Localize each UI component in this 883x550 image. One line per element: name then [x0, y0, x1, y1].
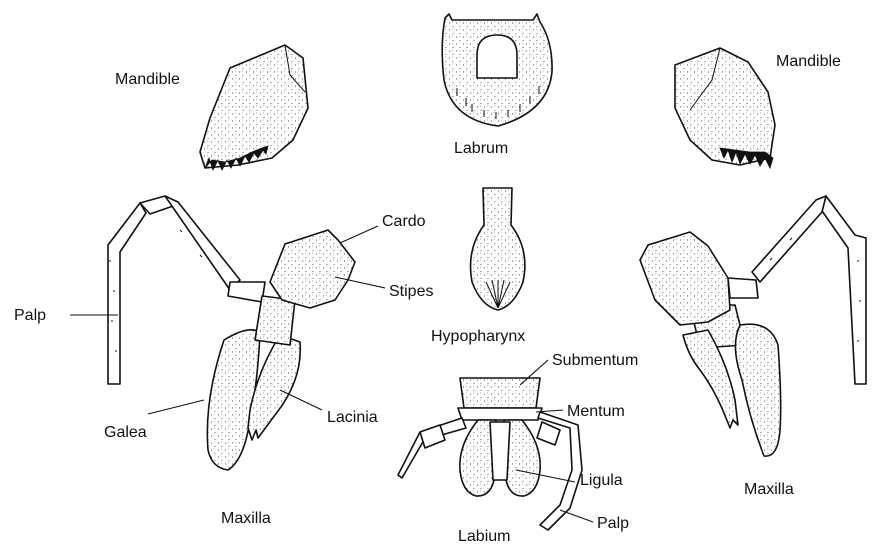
maxilla-right-drawing	[640, 196, 866, 456]
label-stipes: Stipes	[389, 283, 433, 301]
label-submentum: Submentum	[552, 352, 638, 370]
label-mentum: Mentum	[567, 403, 625, 421]
label-palp-bottom: Palp	[597, 515, 629, 533]
label-ligula: Ligula	[580, 472, 623, 490]
label-palp-left: Palp	[14, 307, 46, 325]
label-lacinia: Lacinia	[327, 409, 378, 427]
label-maxilla-left: Maxilla	[221, 510, 271, 528]
labrum-drawing	[442, 14, 552, 126]
label-labium: Labium	[458, 528, 510, 546]
label-galea: Galea	[104, 424, 147, 442]
mandible-right-drawing	[675, 48, 775, 168]
label-hypopharynx: Hypopharynx	[431, 328, 525, 346]
label-cardo: Cardo	[382, 213, 426, 231]
label-labrum: Labrum	[454, 140, 508, 158]
mandible-left-drawing	[200, 45, 308, 170]
label-maxilla-right: Maxilla	[744, 481, 794, 499]
hypopharynx-drawing	[471, 188, 525, 310]
label-mandible-left: Mandible	[115, 71, 180, 89]
label-mandible-right: Mandible	[776, 53, 841, 71]
labium-drawing	[398, 378, 582, 530]
